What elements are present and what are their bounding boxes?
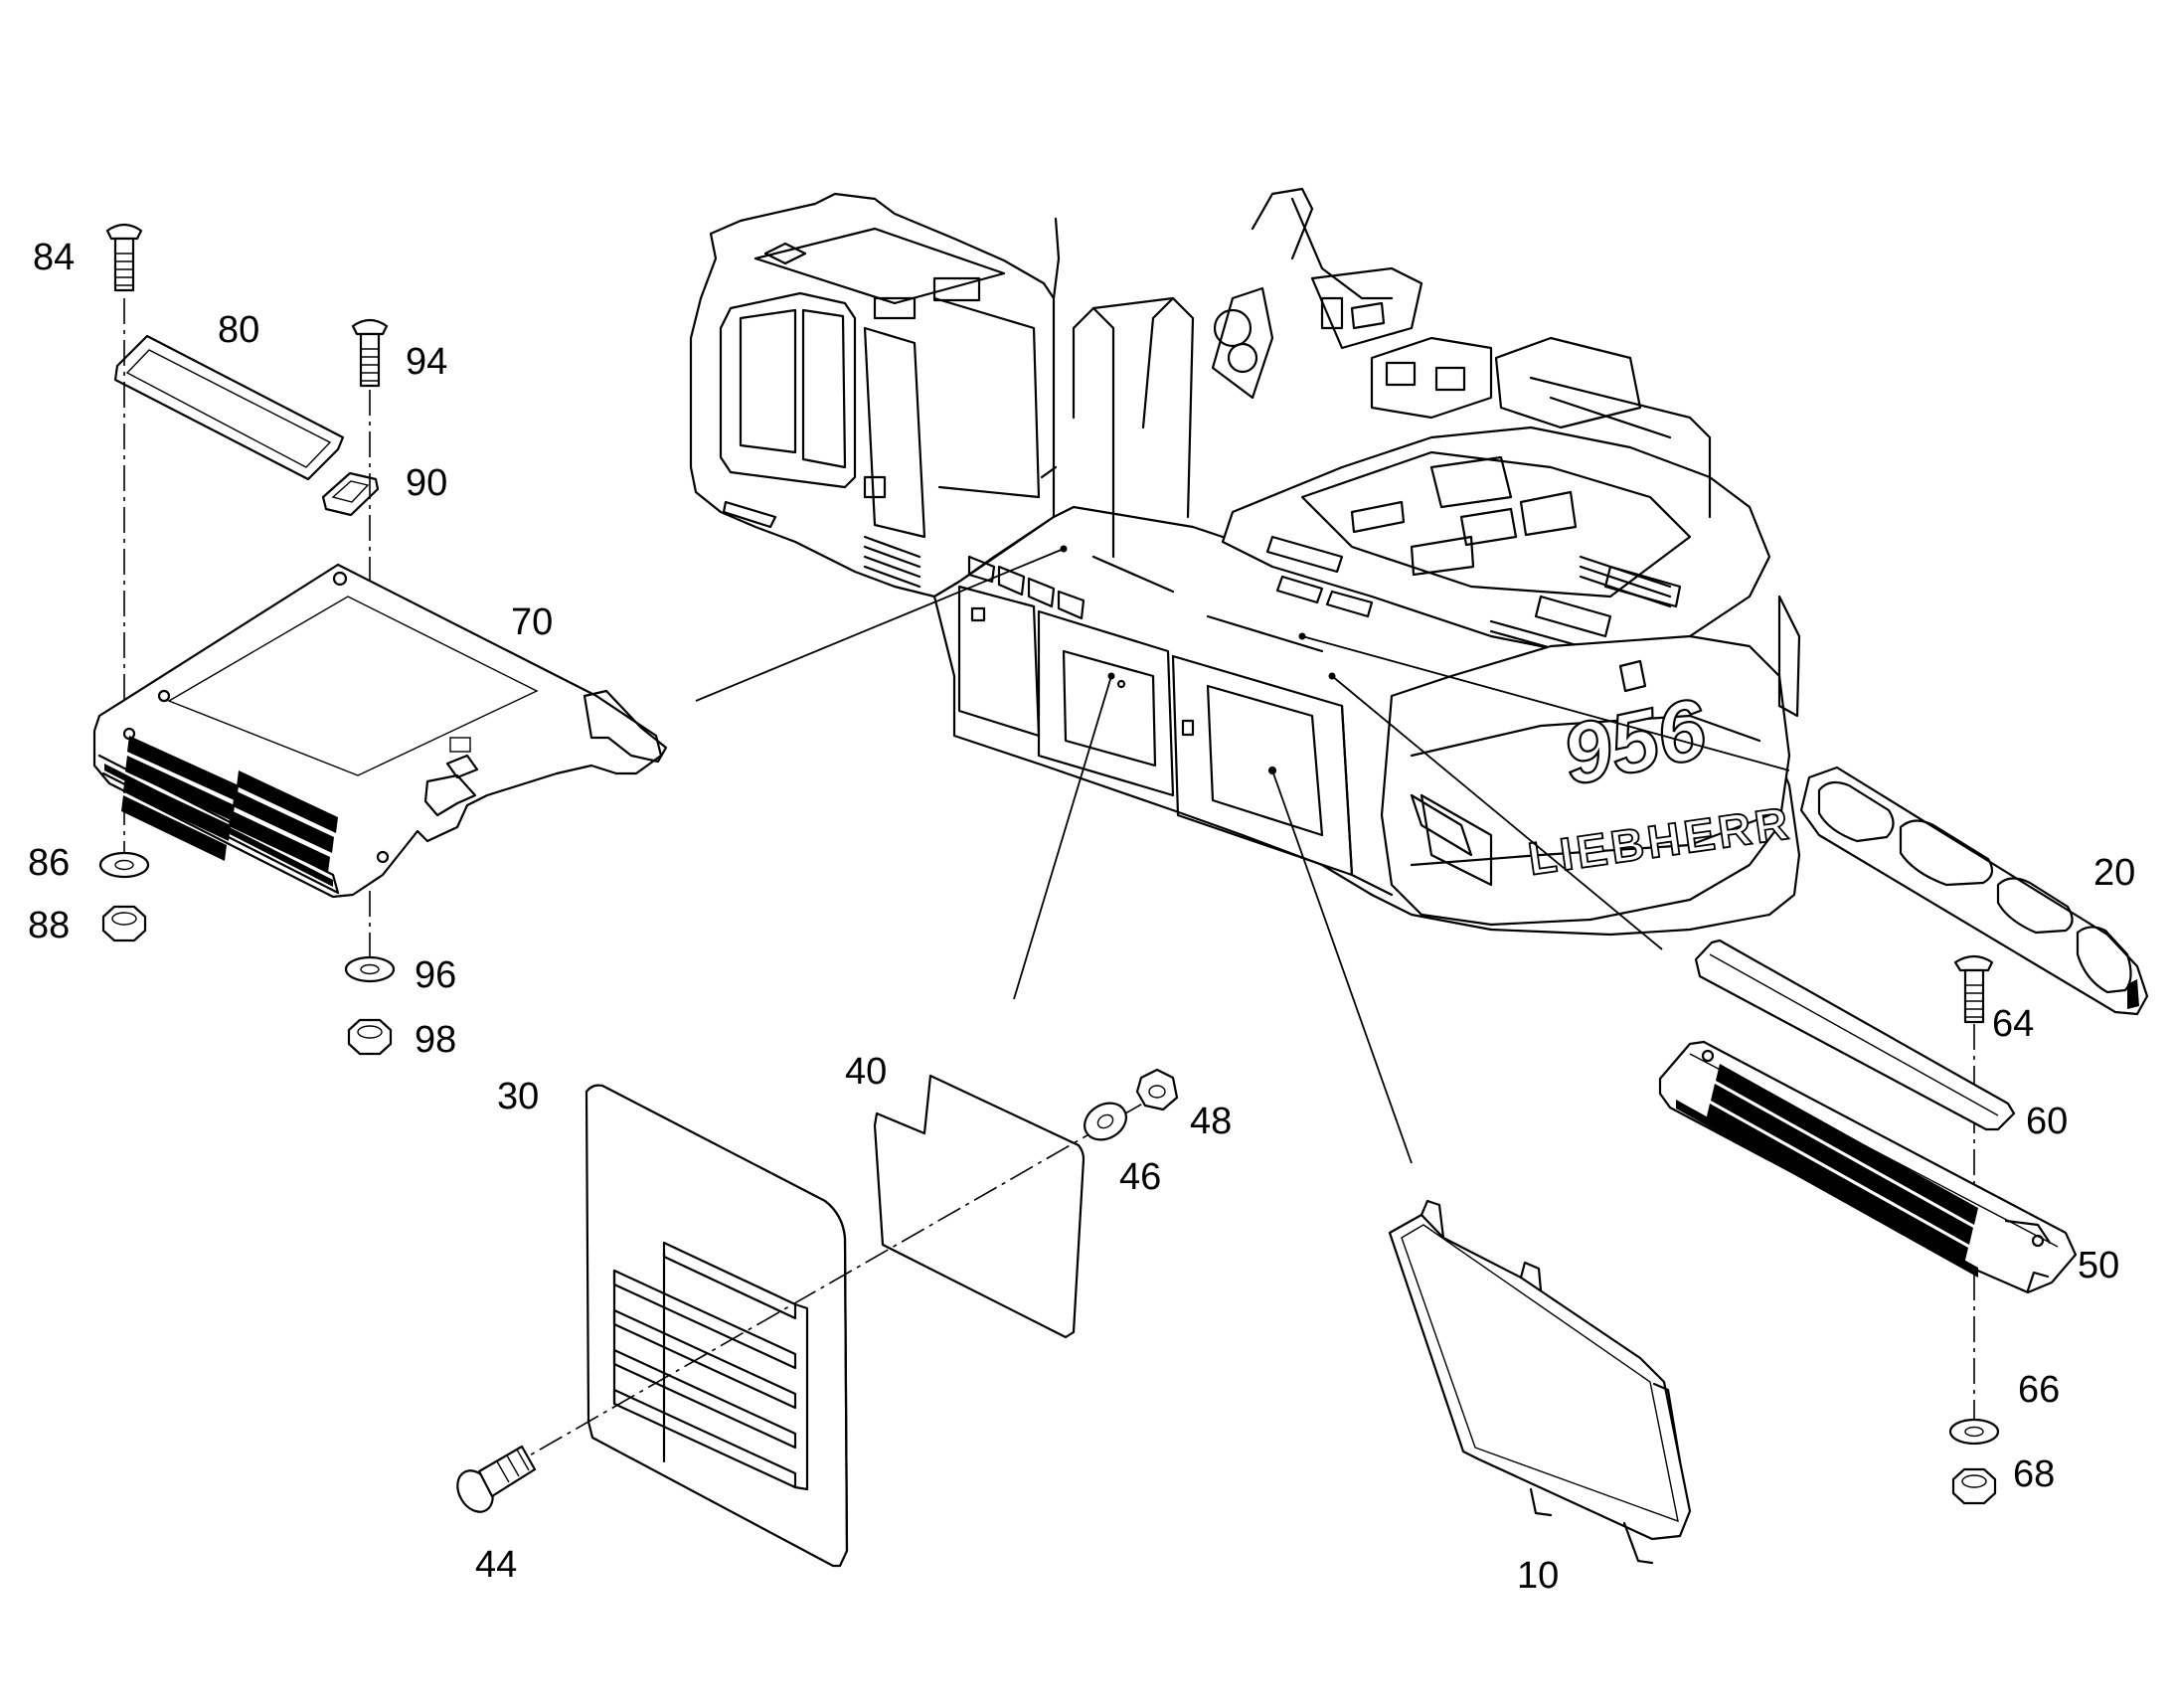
callout-96: 96 — [415, 954, 456, 996]
callout-68: 68 — [2013, 1453, 2055, 1495]
part-80-cover-plate — [113, 334, 345, 481]
part-60-cover-strip — [1694, 939, 2016, 1131]
part-40-gasket — [873, 1074, 1086, 1339]
part-10-side-panel-gasket — [1388, 1199, 1692, 1565]
callout-20: 20 — [2093, 852, 2135, 894]
callout-labels: 84 80 94 90 70 86 88 96 98 30 40 48 46 4… — [28, 237, 2135, 1597]
callout-50: 50 — [2078, 1245, 2119, 1286]
callout-10: 10 — [1517, 1555, 1559, 1597]
part-64-screw — [1953, 954, 1994, 1024]
callout-80: 80 — [218, 309, 259, 351]
part-30-access-door — [585, 1084, 849, 1568]
part-68-nut — [1951, 1467, 1997, 1505]
part-96-washer — [344, 955, 396, 983]
part-98-nut — [347, 1018, 393, 1056]
part-86-washer — [98, 851, 150, 879]
part-84-screw — [105, 223, 143, 292]
part-44-screw — [456, 1445, 537, 1513]
part-70-floor-plate — [92, 563, 668, 899]
part-20-grille-gasket — [1799, 766, 2149, 1016]
callout-88: 88 — [28, 905, 70, 946]
part-94-screw — [351, 318, 389, 388]
callout-66: 66 — [2018, 1369, 2060, 1411]
callout-90: 90 — [406, 462, 447, 504]
callout-86: 86 — [28, 842, 70, 884]
callout-30: 30 — [497, 1076, 539, 1117]
part-46-washer — [1084, 1102, 1127, 1141]
callout-46: 46 — [1119, 1156, 1161, 1198]
excavator-uppercarriage: 956 LIEBHERR — [689, 187, 1801, 937]
part-88-nut — [101, 905, 147, 942]
part-90-spacer — [321, 471, 380, 517]
plate-50-grille-slots — [1706, 1064, 1978, 1265]
callout-84: 84 — [33, 237, 75, 278]
part-50-grille-plate — [1658, 1040, 2078, 1294]
callout-70: 70 — [511, 601, 553, 643]
callout-40: 40 — [845, 1051, 887, 1093]
callout-98: 98 — [415, 1019, 456, 1061]
callout-64: 64 — [1992, 1003, 2034, 1045]
part-66-washer — [1948, 1418, 2000, 1446]
plate-70-grille-right — [229, 770, 338, 873]
door-30-louvers — [612, 1241, 809, 1491]
part-48-nut — [1135, 1068, 1179, 1111]
cab-vent — [863, 535, 921, 589]
callout-60: 60 — [2026, 1101, 2068, 1142]
leader-lines — [695, 545, 1790, 1164]
callout-48: 48 — [1190, 1101, 1232, 1142]
callout-44: 44 — [475, 1544, 517, 1586]
callout-94: 94 — [406, 341, 447, 383]
